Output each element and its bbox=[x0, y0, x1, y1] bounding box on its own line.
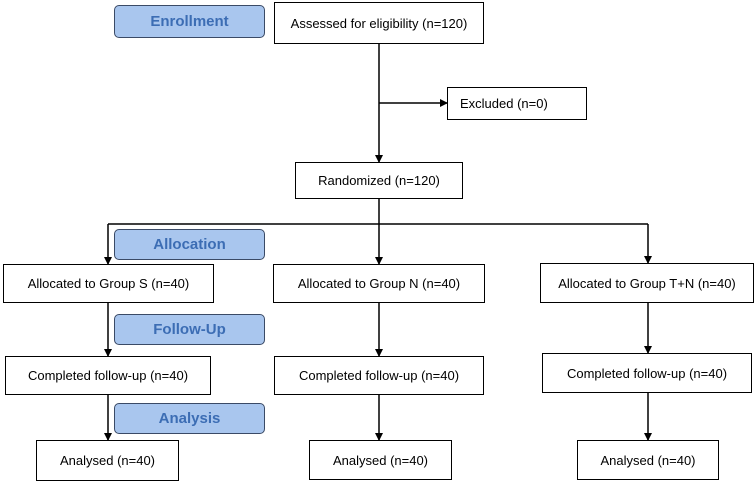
stage-enrollment: Enrollment bbox=[114, 5, 265, 38]
group-s-allocated-box: Allocated to Group S (n=40) bbox=[3, 264, 214, 303]
excluded-box: Excluded (n=0) bbox=[447, 87, 587, 120]
assessed-box: Assessed for eligibility (n=120) bbox=[274, 2, 484, 44]
group-n-allocated-box: Allocated to Group N (n=40) bbox=[273, 264, 485, 303]
group-s-analysed-box: Analysed (n=40) bbox=[36, 440, 179, 481]
group-n-analysed-box: Analysed (n=40) bbox=[309, 440, 452, 480]
group-n-followup-box: Completed follow-up (n=40) bbox=[274, 356, 484, 395]
randomized-box: Randomized (n=120) bbox=[295, 162, 463, 199]
group-tn-followup-box: Completed follow-up (n=40) bbox=[542, 353, 752, 393]
stage-follow-up: Follow-Up bbox=[114, 314, 265, 345]
stage-allocation: Allocation bbox=[114, 229, 265, 260]
stage-analysis: Analysis bbox=[114, 403, 265, 434]
group-tn-analysed-box: Analysed (n=40) bbox=[577, 440, 719, 480]
group-tn-allocated-box: Allocated to Group T+N (n=40) bbox=[540, 263, 754, 303]
group-s-followup-box: Completed follow-up (n=40) bbox=[5, 356, 211, 395]
